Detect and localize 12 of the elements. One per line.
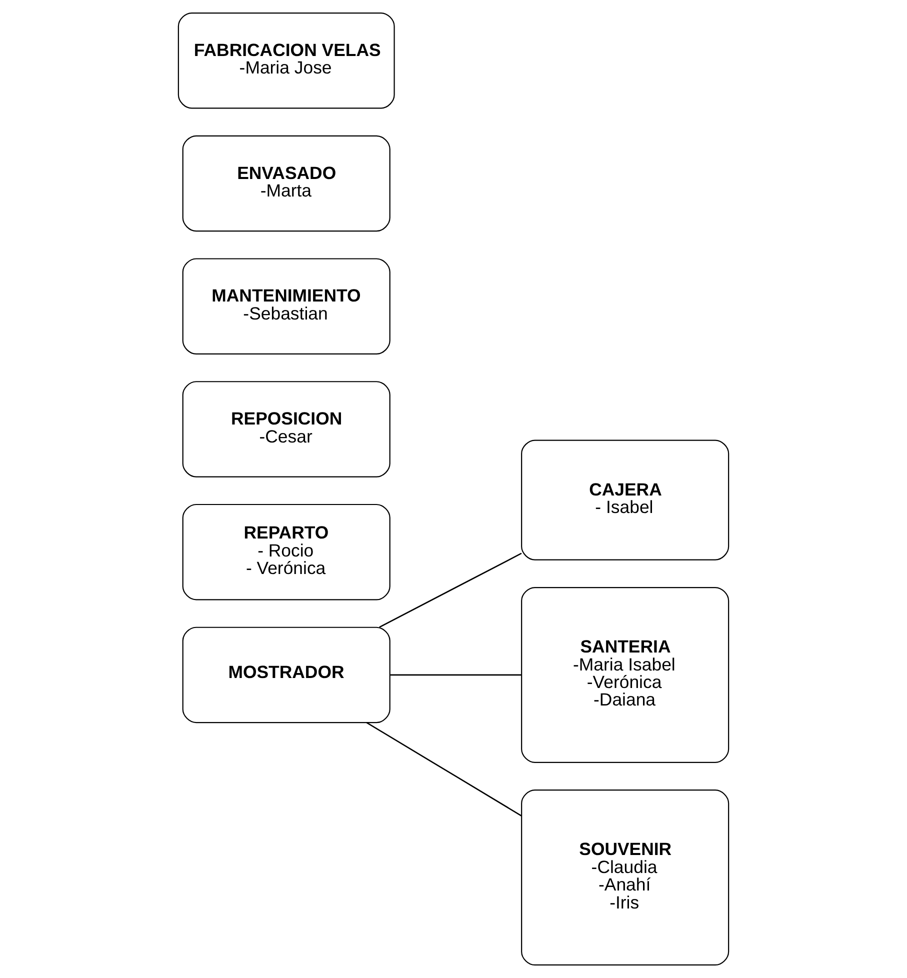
node-box: FABRICACION VELAS -Maria Jose (178, 12, 395, 109)
node-box: MANTENIMIENTO -Sebastian (182, 258, 390, 354)
node-box: MOSTRADOR (182, 626, 390, 724)
node-box: REPOSICION -Cesar (182, 381, 390, 478)
connector (379, 552, 522, 628)
node-box: SANTERIA -Maria Isabel -Verónica -Daiana (521, 586, 730, 763)
connector (390, 674, 522, 676)
node-box: ENVASADO -Marta (182, 135, 390, 232)
node-box: REPARTO - Rocio - Verónica (182, 504, 390, 600)
connector (366, 722, 522, 816)
node-box: CAJERA - Isabel (521, 440, 730, 560)
node-box: SOUVENIR -Claudia -Anahí -Iris (521, 790, 730, 966)
